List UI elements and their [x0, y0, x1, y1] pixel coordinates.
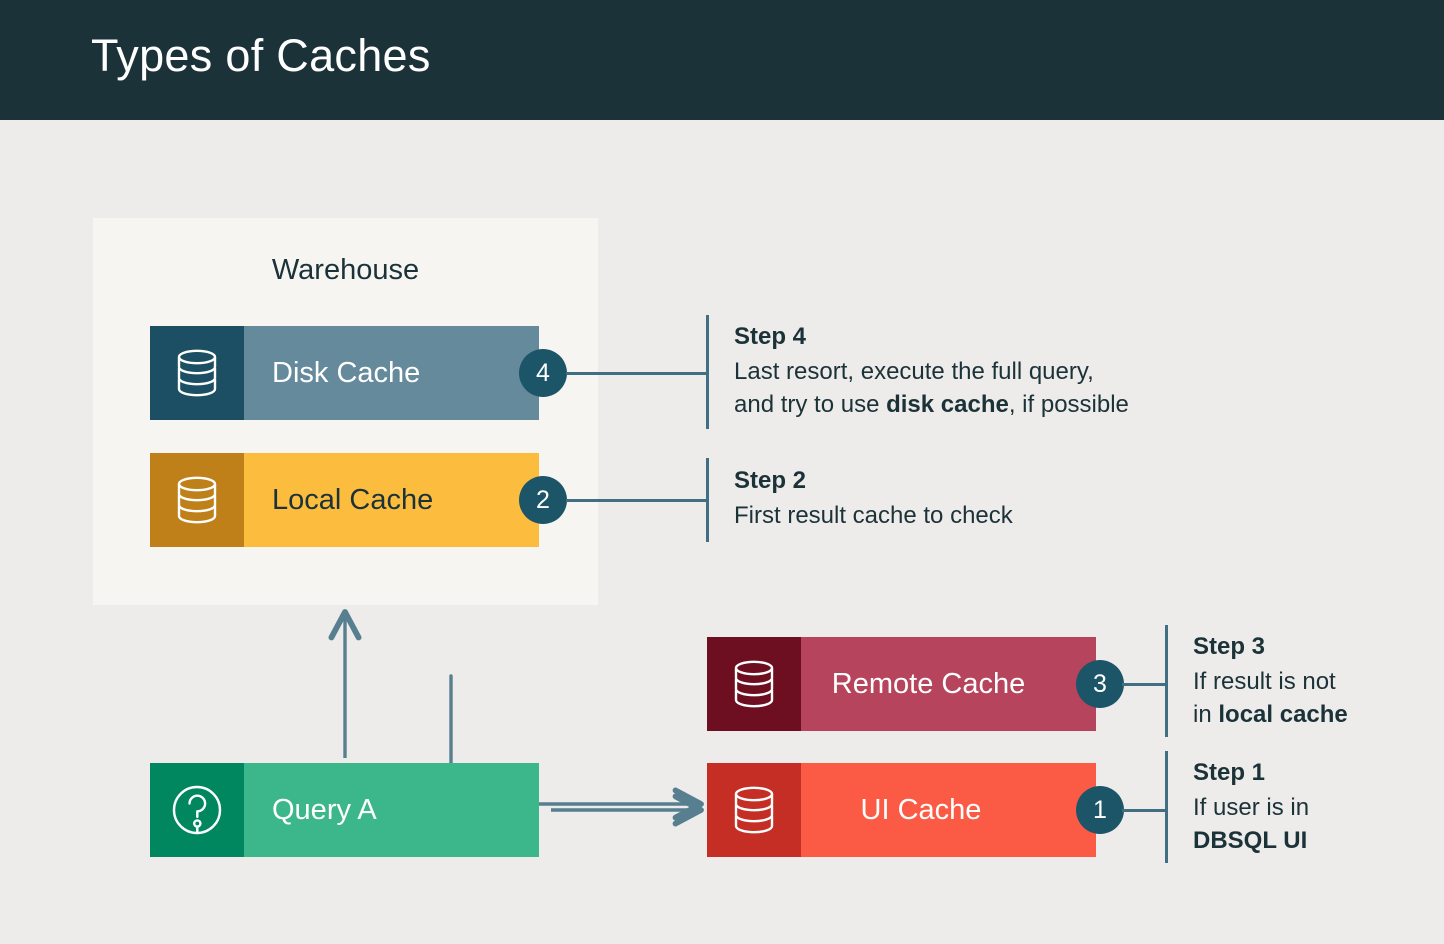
node-body: Remote Cache: [801, 637, 1096, 731]
node-ui-cache[interactable]: UI Cache: [707, 763, 1096, 857]
node-local-cache[interactable]: Local Cache: [150, 453, 539, 547]
node-body: Query A: [244, 763, 539, 857]
step-description: If user is in DBSQL UI: [1193, 792, 1423, 857]
step-badge-4[interactable]: 4: [519, 349, 567, 397]
step-desc-line2-pre: in: [1193, 700, 1219, 728]
step-desc-line2-post: , if possible: [1008, 390, 1129, 418]
database-icon: [150, 326, 244, 420]
connector-line-step-2: [566, 499, 708, 502]
step-title: Step 3: [1193, 633, 1266, 660]
question-circle-icon: [150, 763, 244, 857]
step-divider-4: [706, 315, 709, 429]
node-body: UI Cache: [801, 763, 1096, 857]
step-desc-line1: Last resort, execute the full query,: [734, 358, 1094, 385]
step-desc-line2-bold: local cache: [1218, 700, 1348, 728]
step-desc-line2-bold: DBSQL UI: [1193, 826, 1308, 854]
step-desc-line2-bold: disk cache: [886, 390, 1009, 418]
step-annotation-3: Step 3 If result is not in local cache: [1193, 633, 1423, 731]
node-label: Local Cache: [272, 483, 434, 516]
node-label: Remote Cache: [831, 667, 1026, 700]
warehouse-label: Warehouse: [271, 254, 420, 286]
database-icon: [707, 763, 801, 857]
step-desc-line1: First result cache to check: [734, 502, 1013, 529]
node-label: Disk Cache: [272, 356, 421, 389]
step-description: First result cache to check: [734, 500, 1154, 533]
step-description: If result is not in local cache: [1193, 666, 1423, 731]
step-badge-1[interactable]: 1: [1076, 786, 1124, 834]
step-title: Step 2: [734, 467, 807, 494]
database-icon: [707, 637, 801, 731]
step-divider-2: [706, 458, 709, 542]
step-badge-3[interactable]: 3: [1076, 660, 1124, 708]
diagram-canvas: Warehouse Disk Cache 4: [0, 120, 1444, 944]
step-divider-3: [1165, 625, 1168, 737]
node-remote-cache[interactable]: Remote Cache: [707, 637, 1096, 731]
connector-line-step-4: [566, 372, 708, 375]
page-title: Types of Caches: [91, 30, 431, 81]
step-title: Step 1: [1193, 759, 1266, 786]
page-header: Types of Caches: [0, 0, 1444, 120]
node-body: Local Cache: [244, 453, 539, 547]
database-icon: [150, 453, 244, 547]
step-title: Step 4: [734, 323, 807, 350]
node-label: Query A: [272, 793, 377, 826]
step-desc-line1: If result is not: [1193, 668, 1336, 695]
connector-line-step-3: [1122, 683, 1167, 686]
step-description: Last resort, execute the full query, and…: [734, 356, 1224, 421]
step-annotation-2: Step 2 First result cache to check: [734, 467, 1154, 533]
node-body: Disk Cache: [244, 326, 539, 420]
step-annotation-1: Step 1 If user is in DBSQL UI: [1193, 759, 1423, 857]
node-query-a[interactable]: Query A: [150, 763, 539, 857]
node-disk-cache[interactable]: Disk Cache: [150, 326, 539, 420]
step-divider-1: [1165, 751, 1168, 863]
step-annotation-4: Step 4 Last resort, execute the full que…: [734, 323, 1224, 421]
step-desc-line2-pre: and try to use: [734, 390, 887, 418]
step-badge-2[interactable]: 2: [519, 476, 567, 524]
node-label: UI Cache: [860, 793, 982, 826]
step-desc-line1: If user is in: [1193, 794, 1310, 821]
connector-line-step-1: [1122, 809, 1167, 812]
